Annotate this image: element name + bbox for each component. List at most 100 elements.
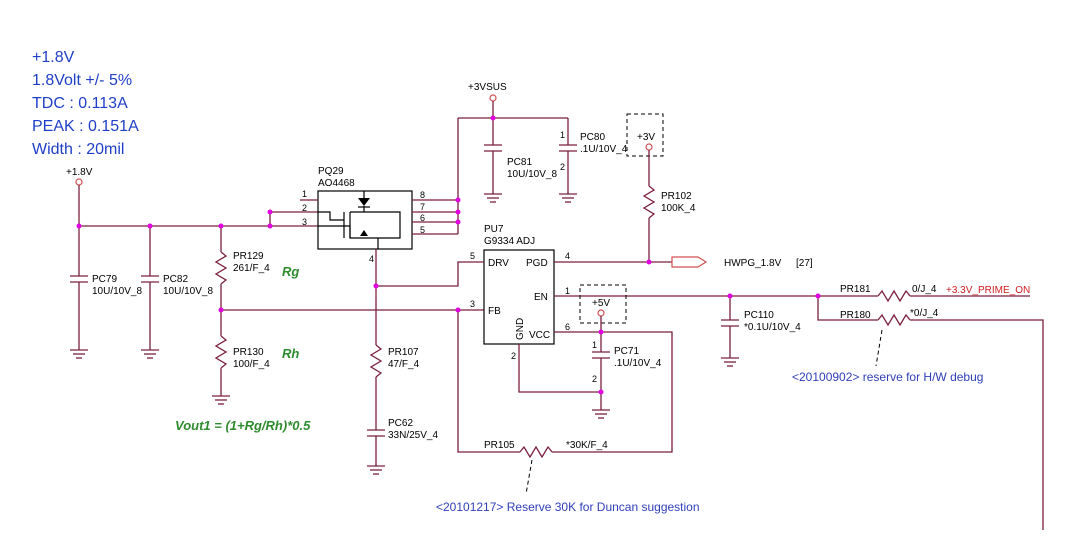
pu7-pinnum-vcc: 6 [565, 322, 570, 332]
pr105-ref: PR105 [484, 440, 515, 451]
formula-vout: Vout1 = (1+Rg/Rh)*0.5 [175, 418, 311, 433]
pu7-pin-gnd: GND [515, 318, 526, 340]
pc80-value: .1U/10V_4 [580, 144, 628, 155]
pr107-value: 47/F_4 [388, 359, 420, 370]
power-3v: +3V [626, 113, 664, 157]
note-line-2: 1.8Volt +/- 5% [32, 72, 132, 89]
pq29-ref: PQ29 [318, 166, 344, 177]
pc71-ref: PC71 [614, 346, 639, 357]
pc80-pin-1: 1 [560, 130, 565, 140]
pr180-value: *0/J_4 [910, 308, 939, 319]
power-port-5v-icon [597, 309, 605, 317]
pc81-ref: PC81 [507, 157, 532, 168]
pc71-value: .1U/10V_4 [614, 358, 662, 369]
power-spec-notes: +1.8V 1.8Volt +/- 5% TDC : 0.113A PEAK :… [32, 49, 139, 158]
pu7-pin-pgd: PGD [526, 258, 548, 269]
pc82-value: 10U/10V_8 [163, 286, 213, 297]
power-label-1v8: +1.8V [66, 167, 93, 178]
ic-pu7: PU7 G9334 ADJ DRV PGD EN FB VCC GND 5 4 … [470, 224, 570, 361]
capacitor-pc62: PC62 33N/25V_4 [366, 418, 438, 475]
pr129-ref: PR129 [233, 251, 264, 262]
pc62-value: 33N/25V_4 [388, 430, 438, 441]
note-line-1: +1.8V [32, 49, 75, 66]
pq29-pin-6: 6 [420, 213, 425, 223]
capacitor-pc81: PC81 10U/10V_8 [483, 118, 557, 203]
pq29-pin-5: 5 [420, 225, 425, 235]
pc80-ref: PC80 [580, 132, 605, 143]
pq29-pin-3: 3 [302, 217, 307, 227]
pc81-value: 10U/10V_8 [507, 169, 557, 180]
pu7-ref: PU7 [484, 224, 504, 235]
pu7-pinnum-gnd: 2 [511, 351, 516, 361]
note-line-5: Width : 20mil [32, 141, 124, 158]
resistor-pr107: PR107 47/F_4 [369, 344, 420, 430]
pr130-ref: PR130 [233, 347, 264, 358]
power-5v: +5V [579, 284, 627, 332]
resistor-pr180: PR180 *0/J_4 <20100902> reserve for H/W … [792, 296, 1044, 530]
pc62-ref: PC62 [388, 418, 413, 429]
power-label-3v: +3V [637, 132, 655, 143]
drv-net [376, 261, 484, 287]
note-line-3: TDC : 0.113A [32, 95, 128, 112]
prime-on-net-label: +3.3V_PRIME_ON [946, 285, 1030, 296]
pu7-pinnum-drv: 5 [470, 251, 475, 261]
resistor-pr129: PR129 261/F_4 [214, 226, 270, 310]
pc71-pin-1: 1 [592, 340, 597, 350]
capacitor-pc80: 1 2 PC80 .1U/10V_4 [558, 118, 628, 203]
pr180-ref: PR180 [840, 310, 871, 321]
label-rg: Rg [282, 264, 299, 279]
pu7-pinnum-en: 1 [565, 286, 570, 296]
capacitor-pc82: PC82 10U/10V_8 [140, 226, 213, 359]
hwpg-ref: [27] [796, 258, 813, 269]
pu7-pinnum-pgd: 4 [565, 251, 570, 261]
hwpg-label: HWPG_1.8V [724, 258, 782, 269]
pr129-value: 261/F_4 [233, 263, 270, 274]
hwpg-port: HWPG_1.8V [27] [671, 256, 813, 269]
pr107-ref: PR107 [388, 347, 419, 358]
pu7-pin-vcc: VCC [529, 330, 550, 341]
resistor-pr105: PR105 *30K/F_4 <20101217> Reserve 30K fo… [436, 310, 700, 514]
pc82-ref: PC82 [163, 274, 188, 285]
offpage-arrow-icon [671, 256, 708, 268]
power-port-3v-icon [645, 143, 653, 151]
pc79-value: 10U/10V_8 [92, 286, 142, 297]
power-label-5v: +5V [592, 298, 610, 309]
note-duncan: <20101217> Reserve 30K for Duncan sugges… [436, 500, 700, 514]
pq29-pin-1: 1 [302, 189, 307, 199]
pr105-value: *30K/F_4 [566, 440, 608, 451]
pu7-pin-fb: FB [488, 306, 501, 317]
pq29-pin-7: 7 [420, 202, 425, 212]
pu7-part: G9334 ADJ [484, 236, 535, 247]
pc71-pin-2: 2 [592, 374, 597, 384]
pq29-pin-2: 2 [302, 203, 307, 213]
pu7-pinnum-fb: 3 [470, 299, 475, 309]
pc110-ref: PC110 [744, 310, 774, 321]
pc110-value: *0.1U/10V_4 [744, 322, 801, 333]
power-3vsus: +3VSUS [468, 82, 507, 118]
power-port-3vsus-icon [489, 94, 497, 102]
pc79-ref: PC79 [92, 274, 117, 285]
junction-dots [76, 115, 821, 395]
pc80-pin-2: 2 [560, 162, 565, 172]
note-debug: <20100902> reserve for H/W debug [792, 370, 983, 384]
capacitor-pc110: PC110 *0.1U/10V_4 [720, 296, 801, 367]
pr181-ref: PR181 [840, 284, 871, 295]
power-label-3vsus: +3VSUS [468, 82, 507, 93]
pr130-value: 100/F_4 [233, 359, 270, 370]
pu7-pin-drv: DRV [488, 258, 509, 269]
capacitor-pc79: PC79 10U/10V_8 [69, 226, 142, 359]
pq29-pin-8: 8 [420, 190, 425, 200]
mosfet-pq29: PQ29 AO4468 1 2 3 8 7 6 5 4 [300, 166, 458, 345]
note-line-4: PEAK : 0.151A [32, 118, 139, 135]
pq29-part: AO4468 [318, 178, 355, 189]
pq29-pin-4: 4 [369, 254, 374, 264]
resistor-pr130: PR130 100/F_4 [211, 310, 270, 405]
input-rail-1v8: +1.8V [66, 167, 318, 227]
capacitor-pc71: 1 2 PC71 .1U/10V_4 [591, 332, 662, 419]
resistor-pr102: PR102 100K_4 [642, 150, 696, 262]
pr102-value: 100K_4 [661, 203, 696, 214]
pu7-pin-en: EN [534, 292, 548, 303]
label-rh: Rh [282, 346, 299, 361]
pr181-value: 0/J_4 [912, 284, 937, 295]
